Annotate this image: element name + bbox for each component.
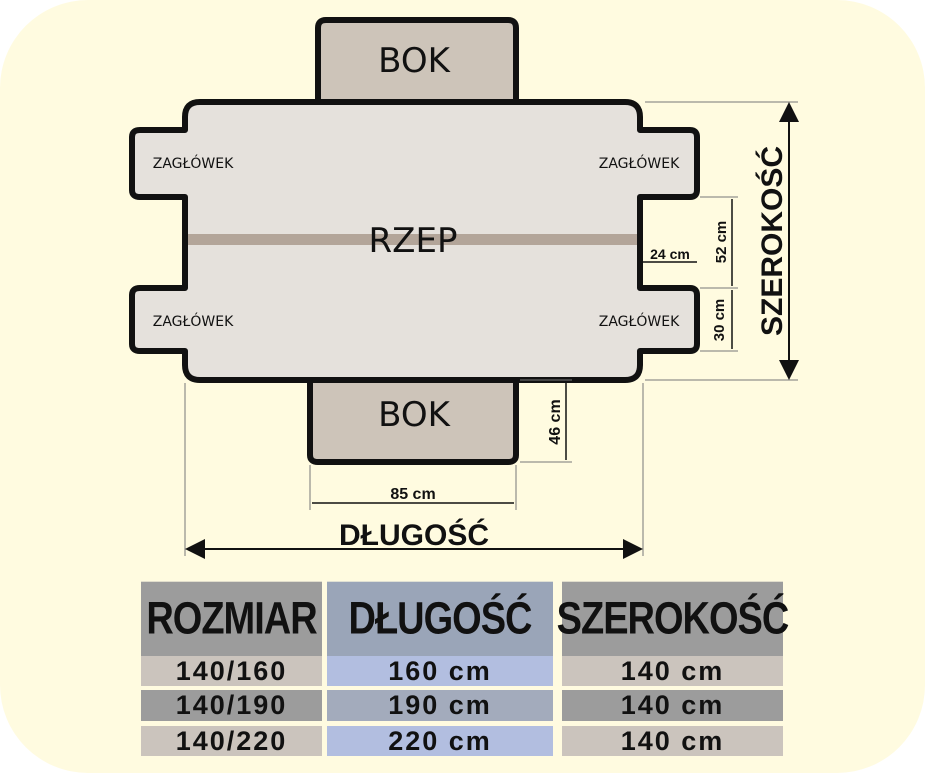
row-2-width: 140 cm	[562, 690, 783, 721]
header-size: ROZMIAR	[141, 581, 322, 658]
dim-24-label: 24 cm	[650, 246, 690, 262]
side-bottom-label: BOK	[378, 395, 451, 435]
row-1-size: 140/160	[141, 656, 322, 686]
headboard-label-top-left: ZAGŁÓWEK	[153, 154, 234, 172]
side-panel-bottom	[307, 375, 519, 465]
dim-52-label: 52 cm	[713, 221, 730, 264]
width-label: SZEROKOŚĆ	[755, 146, 789, 336]
side-top-label: BOK	[378, 41, 451, 81]
dim-85-label: 85 cm	[390, 486, 435, 503]
row-3-length: 220 cm	[327, 726, 553, 756]
headboard-label-bottom-right: ZAGŁÓWEK	[599, 312, 680, 330]
row-2-size: 140/190	[141, 690, 322, 721]
headboard-label-top-right: ZAGŁÓWEK	[599, 154, 680, 172]
dim-46-label: 46 cm	[547, 399, 564, 444]
length-label: DŁUGOŚĆ	[339, 518, 489, 552]
row-2-length: 190 cm	[327, 690, 553, 721]
row-1-length: 160 cm	[327, 656, 553, 686]
row-1-width: 140 cm	[562, 656, 783, 686]
header-length: DŁUGOŚĆ	[327, 581, 553, 658]
row-3-size: 140/220	[141, 726, 322, 756]
velcro-label: RZEP	[369, 221, 458, 261]
row-3-width: 140 cm	[562, 726, 783, 756]
headboard-label-bottom-left: ZAGŁÓWEK	[153, 312, 234, 330]
cover-diagram: BOK BOK RZEP ZAGŁÓWEK ZAGŁÓWEK ZAGŁÓWEK …	[129, 17, 799, 559]
dim-30-label: 30 cm	[711, 299, 728, 342]
velcro-strip	[188, 234, 637, 245]
side-panel-top	[315, 17, 519, 104]
header-width: SZEROKOŚĆ	[557, 581, 789, 658]
